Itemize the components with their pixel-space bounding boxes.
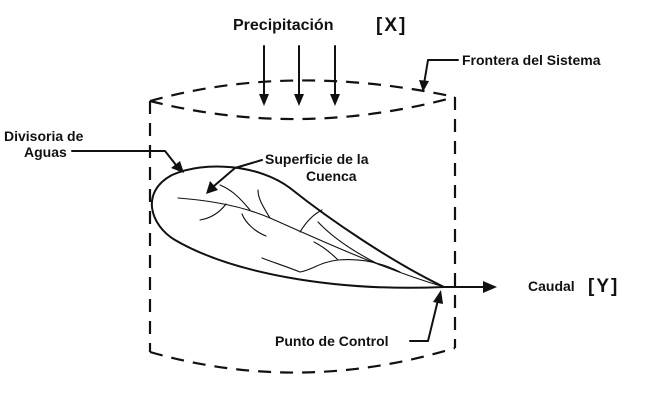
system-boundary-leader — [419, 59, 459, 92]
precipitation-arrows — [259, 45, 340, 106]
drainage-network — [177, 184, 445, 288]
water-divide-label-line1: Divisoria de — [4, 128, 84, 144]
precipitation-symbol: [X] — [376, 15, 407, 36]
control-point-leader — [409, 290, 443, 342]
precipitation-label: Precipitación — [233, 17, 333, 34]
basin-surface-leader — [206, 159, 263, 194]
control-point-label: Punto de Control — [275, 333, 389, 349]
basin-surface-label-line2: Cuenca — [306, 168, 357, 184]
system-boundary-cylinder — [148, 79, 457, 374]
basin-outline — [151, 165, 445, 289]
rain-arrow-1-head — [259, 94, 269, 106]
flow-symbol: [Y] — [588, 276, 619, 297]
flow-label: Caudal — [528, 278, 575, 294]
cylinder-top-back-edge — [149, 79, 456, 103]
cylinder-bottom-edge — [149, 346, 456, 374]
rain-arrow-3-head — [330, 94, 340, 106]
basin-surface-label-line1: Superficie de la — [265, 151, 369, 167]
cylinder-top-front-edge — [149, 95, 456, 121]
water-divide-leader — [71, 150, 184, 173]
outflow-arrow — [443, 281, 497, 293]
rain-arrow-2-head — [294, 94, 304, 106]
system-boundary-label: Frontera del Sistema — [462, 52, 601, 68]
water-divide-label-line2: Aguas — [24, 144, 67, 160]
